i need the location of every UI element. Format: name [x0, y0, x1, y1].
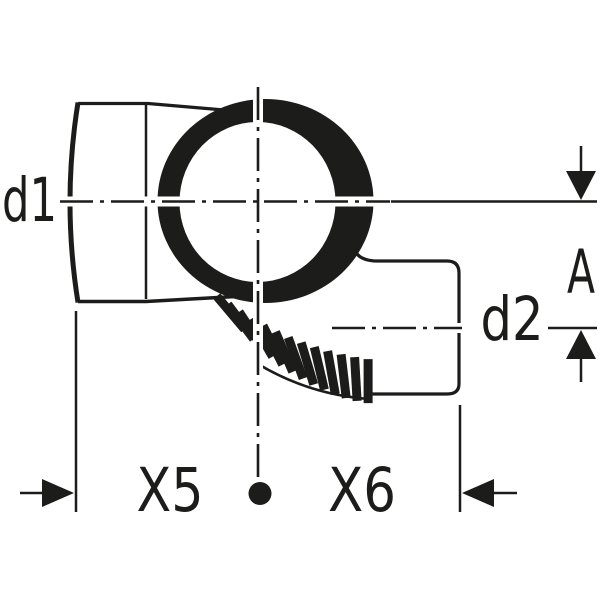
centerline-casings [60, 87, 462, 482]
outlet-stub-outline [350, 242, 461, 396]
body-bottom-edge [78, 294, 237, 304]
dimension-labels: d1 d2 A X5 X6 [2, 165, 595, 526]
bend-rib [323, 350, 340, 395]
centerlines [60, 87, 462, 494]
bend-rib [350, 356, 362, 402]
center-reference-dot [248, 482, 272, 505]
corrugated-bend-ribs [213, 293, 373, 404]
dimension-A [391, 146, 597, 382]
label-X6: X6 [328, 455, 396, 526]
bend-rib [213, 293, 249, 333]
dimension-X5-X6 [20, 311, 517, 512]
X6-arrowhead [462, 479, 494, 507]
bend-rib [336, 353, 351, 399]
bend-rib [271, 330, 297, 374]
A-top-arrowhead [566, 171, 596, 200]
X5-arrowhead [42, 479, 74, 507]
bend-rib [309, 346, 329, 391]
A-bottom-arrowhead [566, 330, 596, 359]
bend-rib [258, 323, 287, 367]
bend-rib [283, 335, 308, 381]
label-d1: d1 [2, 165, 57, 236]
body-top-edge [78, 101, 225, 112]
corrugated-bend [213, 293, 373, 404]
label-d2: d2 [481, 284, 544, 355]
bend-rib [296, 341, 319, 386]
label-X5: X5 [137, 455, 204, 526]
label-A: A [567, 237, 595, 308]
